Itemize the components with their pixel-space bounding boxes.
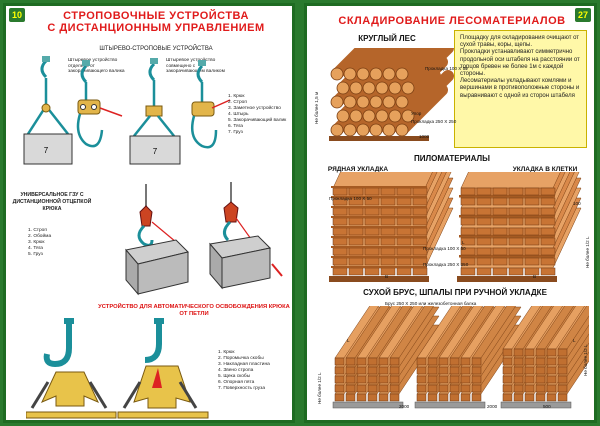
round-pad-label: Прокладка 250 X 250 xyxy=(411,119,457,124)
left-page: 10 Строповочные устройства с дистанционн… xyxy=(3,3,295,423)
legend-section3: 1. Крюк 2. Поромычка скобы 3. Накладная … xyxy=(218,350,270,391)
round-spacer-label: Прокладка 100 X 50 xyxy=(425,66,468,71)
dry-height-left: Не более 1/2 L xyxy=(317,372,322,404)
dry-beams-subtitle: Брус 250 X 250 или железобетонная балка xyxy=(385,301,477,306)
dry-beams-title: Сухой брус, шпалы при ручной укладке xyxy=(363,288,547,297)
round-dim-label: 1000 xyxy=(419,134,430,139)
svg-text:7: 7 xyxy=(44,146,49,155)
lumber-cage-stack xyxy=(457,172,582,282)
lumber-row-stack xyxy=(329,172,454,282)
legend-section1: 1. Крюк 2. Строп 3. Заметное устройство … xyxy=(228,94,287,135)
auto-release-figure xyxy=(26,318,209,419)
round-timber-stack xyxy=(329,48,454,141)
lumber-pad-label: Прокладка 250 X 250 xyxy=(423,262,469,267)
dry-beams-stacks xyxy=(332,306,589,409)
lumber-b-right: В xyxy=(533,274,537,279)
round-height-label: Не более 1,5 м xyxy=(314,91,319,124)
lumber-b-left: В xyxy=(385,274,389,279)
dry-l-right: L xyxy=(573,338,576,343)
dry-l-left: L xyxy=(347,338,350,343)
left-page-title: Строповочные устройства с дистанционным … xyxy=(47,10,265,34)
section3-title: Устройство для автоматического освобожде… xyxy=(98,304,290,317)
caption-a: Штыревое устройство отделено от закорачи… xyxy=(68,58,125,75)
lumber-100-label: 100 xyxy=(573,201,581,206)
page-number-right: 27 xyxy=(575,8,591,22)
cage-stacking-title: Укладка в клетки xyxy=(512,166,578,173)
page-number-left: 10 xyxy=(9,8,25,22)
storage-note: Площадку для складирования очищают от су… xyxy=(454,30,587,148)
rigging-figure-b: 7 xyxy=(129,58,231,165)
round-timber-title: Круглый лес xyxy=(358,34,416,43)
dry-height-right: Не более 1/2 L xyxy=(583,344,588,376)
round-stop-label: Упор xyxy=(411,111,422,116)
lumber-spacer-left-label: Прокладка 100 X 50 xyxy=(329,196,372,201)
lumber-title: Пиломатериалы xyxy=(413,154,490,163)
right-page-title: Складирование лесоматериалов xyxy=(338,15,566,27)
dry-500: 500 xyxy=(543,404,551,409)
lumber-l-label: L xyxy=(462,240,465,245)
caption-b: Штыревое устройство совмещено с закорачи… xyxy=(166,58,225,75)
row-stacking-title: Рядная укладка xyxy=(327,166,389,173)
dry-2000-b: 2000 xyxy=(487,404,498,409)
svg-text:7: 7 xyxy=(153,147,158,156)
dry-2000-a: 2000 xyxy=(399,404,410,409)
lumber-spacer-right-label: Прокладка 100 X 50 xyxy=(423,246,466,251)
gzu-figure xyxy=(125,182,283,296)
lumber-height-label: Не более 1/2 L xyxy=(585,236,590,268)
right-page: 27 Складирование лесоматериалов Круглый … xyxy=(304,3,597,423)
legend-section2: 1. Строп 2. Обойма 3. Крюк 4. Тяга 5. Гр… xyxy=(28,228,52,257)
section2-title: Универсальное ГЗУ с дистанционной отцепк… xyxy=(12,192,92,212)
rigging-figure-a: 7 xyxy=(23,56,123,165)
section1-subtitle: Штырево-строповые устройства xyxy=(99,46,213,52)
